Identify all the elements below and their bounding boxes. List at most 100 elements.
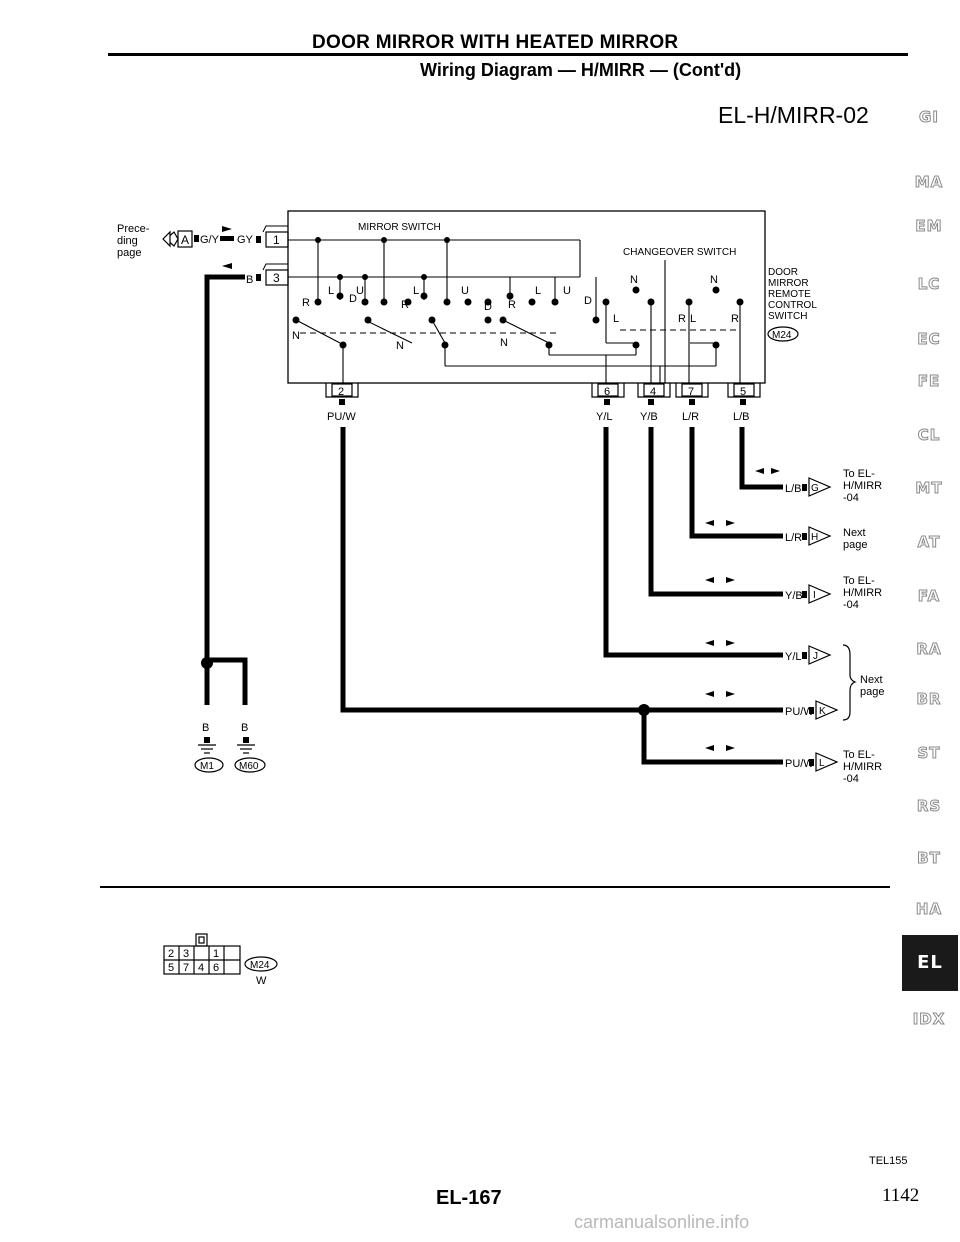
current-arrows — [705, 468, 780, 751]
tab-fa[interactable]: FA — [917, 587, 941, 606]
svg-text:4: 4 — [198, 962, 204, 974]
svg-text:R: R — [678, 313, 686, 325]
tab-ma[interactable]: MA — [914, 173, 944, 192]
tab-br[interactable]: BR — [916, 690, 942, 709]
svg-text:PU/W: PU/W — [785, 706, 814, 718]
page-counter: 1142 — [882, 1185, 920, 1206]
current-arrow-icon — [222, 263, 232, 269]
pin-housing — [262, 263, 288, 271]
watermark: carmanualsonline.info — [574, 1212, 750, 1232]
svg-text:ding: ding — [117, 235, 138, 247]
svg-text:M60: M60 — [239, 761, 259, 772]
reference-code: TEL155 — [869, 1155, 908, 1167]
pin-2-label: 2 — [338, 386, 344, 398]
tab-em[interactable]: EM — [915, 217, 943, 236]
ground-wire — [204, 274, 245, 660]
pin-6-label: 6 — [604, 386, 610, 398]
svg-text:N: N — [292, 330, 300, 342]
svg-text:R: R — [731, 313, 739, 325]
svg-text:To EL-: To EL- — [843, 468, 875, 480]
svg-text:G: G — [811, 483, 819, 494]
connector-a-arrow-icon — [162, 230, 171, 248]
connector-m24-label: M24 — [772, 330, 792, 341]
svg-text:D: D — [584, 295, 592, 307]
output-i: Y/B I To EL- H/MIRR -04 — [785, 575, 882, 611]
tab-ha[interactable]: HA — [915, 900, 943, 919]
page-title: DOOR MIRROR WITH HEATED MIRROR — [312, 32, 679, 53]
contact-labels: L U R D N L U R D N L U R D N N N L R L … — [292, 274, 739, 352]
svg-text:Prece-: Prece- — [117, 223, 150, 235]
wire-gy-right: GY — [237, 234, 254, 246]
terminal-mark — [256, 274, 261, 281]
connector-m24-oval — [767, 326, 799, 342]
svg-text:M1: M1 — [200, 761, 214, 772]
connector-a-box — [177, 230, 193, 248]
remote-control-label: DOOR MIRROR REMOTE CONTROL SWITCH — [768, 267, 817, 322]
tab-lc[interactable]: LC — [917, 275, 941, 294]
svg-text:B: B — [241, 722, 248, 734]
splice-dot — [201, 657, 213, 669]
svg-text:DOOR: DOOR — [768, 267, 798, 278]
svg-text:L: L — [328, 285, 334, 297]
tab-fe[interactable]: FE — [917, 372, 941, 391]
pin-terminals — [339, 399, 746, 405]
switch-enclosure — [287, 210, 766, 384]
bracket-dest-line2: page — [860, 686, 884, 698]
tab-mt[interactable]: MT — [915, 479, 943, 498]
svg-text:D: D — [484, 301, 492, 313]
tab-bt[interactable]: BT — [917, 849, 941, 868]
terminal-mark — [194, 235, 199, 242]
svg-text:To EL-: To EL- — [843, 575, 875, 587]
tab-rs[interactable]: RS — [916, 797, 942, 816]
pin-1-label: 1 — [273, 233, 280, 247]
svg-text:L/B: L/B — [785, 483, 802, 495]
svg-text:N: N — [710, 274, 718, 286]
svg-text:U: U — [563, 285, 571, 297]
tab-idx[interactable]: IDX — [912, 1010, 946, 1029]
mirror-switch-label: MIRROR SWITCH — [358, 222, 441, 233]
svg-text:N: N — [500, 337, 508, 349]
connector-face-id: M24 — [250, 960, 270, 971]
bracket-dest-line1: Next — [860, 674, 883, 686]
ground-m60: B M60 — [234, 722, 266, 773]
svg-text:-04: -04 — [843, 773, 859, 785]
svg-text:SWITCH: SWITCH — [768, 311, 807, 322]
svg-text:-04: -04 — [843, 492, 859, 504]
bottom-pin-boxes — [325, 383, 761, 398]
output-g: L/B G To EL- H/MIRR -04 — [785, 468, 882, 504]
svg-text:To EL-: To EL- — [843, 749, 875, 761]
svg-text:Y/B: Y/B — [785, 590, 803, 602]
svg-text:R: R — [401, 299, 409, 311]
svg-text:2: 2 — [168, 948, 174, 960]
tab-gi[interactable]: GI — [919, 108, 939, 127]
tab-st[interactable]: ST — [917, 744, 941, 763]
tab-cl[interactable]: CL — [917, 426, 941, 445]
svg-text:L: L — [613, 313, 619, 325]
wire-y-l-label: Y/L — [596, 411, 613, 423]
output-l: PU/W L To EL- H/MIRR -04 — [785, 749, 882, 785]
svg-text:5: 5 — [168, 962, 174, 974]
ground-m1: B M1 — [194, 722, 224, 773]
connector-face-pins: 2 3 1 5 7 4 6 — [168, 948, 219, 974]
pin-housing — [262, 225, 288, 233]
header-rule — [108, 53, 908, 56]
tab-at[interactable]: AT — [917, 533, 941, 552]
pin-5-label: 5 — [740, 386, 746, 398]
svg-text:U: U — [461, 285, 469, 297]
svg-text:3: 3 — [183, 948, 189, 960]
svg-text:Y/L: Y/L — [785, 651, 802, 663]
connector-face-color: W — [256, 975, 267, 987]
tab-el[interactable]: EL — [902, 935, 958, 991]
svg-text:B: B — [202, 722, 209, 734]
tab-ra[interactable]: RA — [916, 640, 942, 659]
tab-ec[interactable]: EC — [917, 330, 941, 349]
svg-text:-04: -04 — [843, 599, 859, 611]
svg-text:L: L — [690, 313, 696, 325]
svg-text:L: L — [535, 285, 541, 297]
svg-text:page: page — [843, 539, 867, 551]
splice-dot — [638, 704, 650, 716]
svg-text:N: N — [396, 340, 404, 352]
output-k: PU/W K — [785, 700, 839, 720]
output-h: L/R H Next page — [785, 526, 867, 551]
